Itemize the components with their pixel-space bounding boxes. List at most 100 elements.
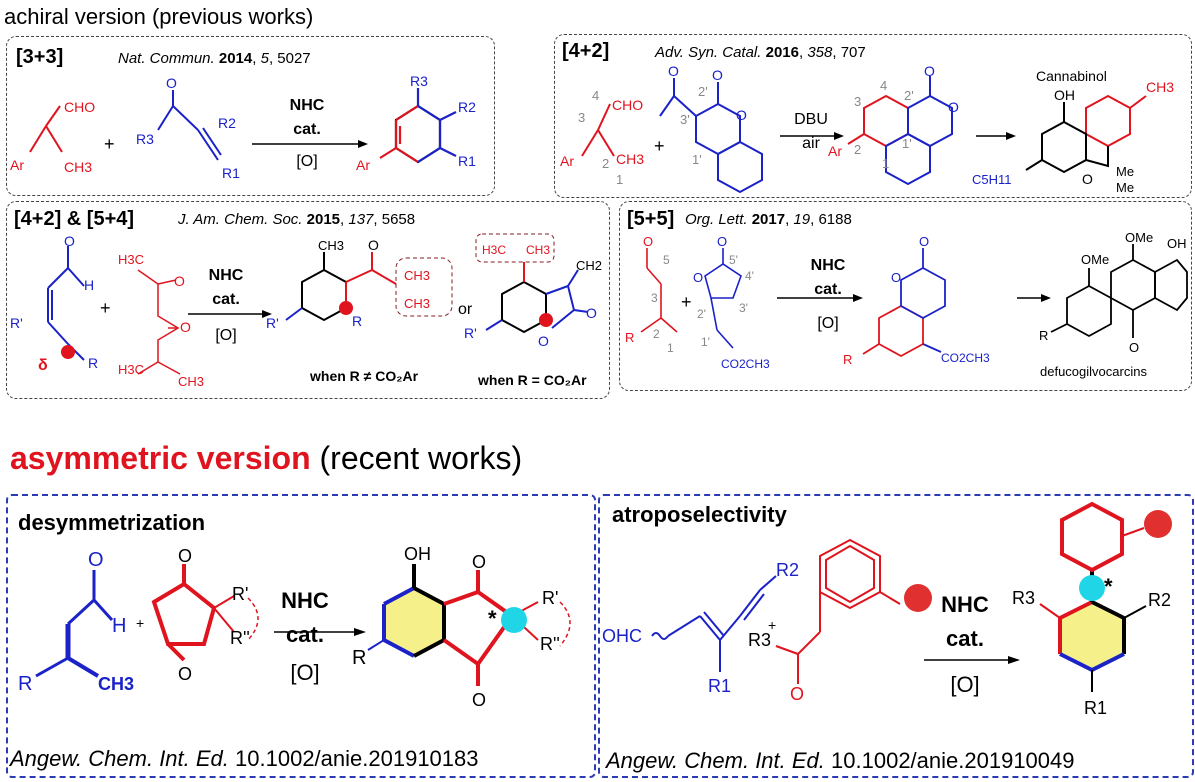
svg-text:CHO: CHO	[612, 97, 643, 113]
svg-text:R': R'	[464, 325, 477, 341]
svg-text:3': 3'	[680, 112, 690, 127]
scheme-4plus2-5plus4: O H R' R δ + H3C O O H3C CH3 CH3 O CH3 C…	[10, 233, 602, 389]
stereocenter-star: *	[1104, 574, 1113, 599]
svg-text:H: H	[84, 277, 94, 293]
svg-text:OH: OH	[1167, 236, 1187, 251]
svg-text:Ar: Ar	[356, 157, 370, 173]
svg-text:O: O	[64, 233, 75, 249]
condition-oxidant: [O]	[950, 672, 980, 697]
svg-text:2: 2	[653, 327, 660, 341]
svg-text:5': 5'	[729, 253, 738, 267]
svg-text:OH: OH	[404, 544, 431, 564]
svg-text:O: O	[586, 305, 597, 321]
svg-text:R: R	[352, 313, 362, 329]
svg-text:+: +	[100, 298, 111, 318]
enone-structure	[157, 90, 222, 161]
svg-text:CH3: CH3	[178, 374, 204, 389]
svg-text:Me: Me	[1116, 180, 1134, 194]
svg-text:R3: R3	[748, 630, 771, 650]
svg-text:R: R	[18, 673, 32, 695]
svg-text:O: O	[693, 270, 703, 285]
note-r-ester: when R = CO₂Ar	[478, 372, 587, 388]
svg-text:O: O	[178, 664, 192, 684]
svg-text:CH3: CH3	[616, 151, 644, 167]
svg-text:R1: R1	[1084, 698, 1107, 718]
svg-text:1': 1'	[701, 335, 710, 349]
svg-text:R2: R2	[776, 560, 799, 580]
svg-text:1': 1'	[692, 152, 702, 167]
svg-text:H3C: H3C	[118, 252, 144, 267]
svg-text:O: O	[643, 234, 653, 249]
svg-text:δ: δ	[38, 357, 48, 374]
svg-text:H3C: H3C	[482, 243, 506, 257]
svg-text:R2: R2	[458, 99, 476, 115]
svg-text:O: O	[919, 234, 929, 249]
svg-text:OMe: OMe	[1081, 252, 1109, 267]
svg-text:O: O	[1129, 340, 1139, 355]
panel-tag: [4+2]	[562, 40, 610, 62]
condition-oxidant: [O]	[817, 315, 839, 332]
scheme-4plus2: CHO Ar CH3 3 4 2 1 + O O O 2' 3' 1' O O …	[560, 63, 1174, 194]
svg-text:1: 1	[667, 341, 674, 355]
svg-text:R: R	[625, 330, 634, 345]
panel-3plus3	[6, 36, 495, 196]
svg-text:O: O	[668, 63, 679, 79]
svg-text:O: O	[368, 237, 379, 253]
scheme-3plus3: CHO Ar CH3 + O R3 R2 R1 R3 R2 R1 Ar	[10, 73, 476, 181]
panel-tag: [4+2] & [5+4]	[14, 208, 135, 230]
reference: J. Am. Chem. Soc. 2015, 137, 5658	[178, 211, 416, 228]
note-r-not-ester: when R ≠ CO₂Ar	[310, 368, 419, 384]
svg-text:CO2CH3: CO2CH3	[721, 357, 770, 371]
svg-text:+: +	[681, 292, 692, 312]
svg-text:R1: R1	[458, 153, 476, 169]
atom-r1: R1	[222, 165, 240, 181]
svg-text:O: O	[472, 690, 486, 710]
svg-text:O: O	[948, 99, 959, 115]
svg-text:+: +	[768, 617, 776, 633]
svg-text:1: 1	[616, 172, 623, 187]
product-label: Cannabinol	[1036, 68, 1107, 84]
svg-text:2': 2'	[697, 307, 706, 321]
svg-text:Ar: Ar	[560, 153, 574, 169]
svg-text:R': R'	[232, 584, 248, 604]
svg-text:O: O	[891, 270, 901, 285]
panel-desymmetrization	[6, 494, 596, 778]
atom-r3: R3	[136, 131, 154, 147]
svg-text:1': 1'	[902, 136, 912, 151]
svg-text:R: R	[1039, 328, 1048, 343]
condition-oxidant: [O]	[290, 660, 320, 685]
svg-text:or: or	[458, 301, 473, 318]
svg-text:R': R'	[10, 315, 23, 331]
svg-text:CH3: CH3	[98, 674, 134, 694]
scheme-atroposelectivity: OHC R1 R2 + R3 O * R3 R2 R1	[602, 501, 1172, 718]
svg-text:R3: R3	[1012, 588, 1035, 608]
panel-title: desymmetrization	[18, 510, 206, 535]
svg-text:2': 2'	[698, 84, 708, 99]
svg-text:2': 2'	[904, 88, 914, 103]
benzene-product	[379, 88, 457, 164]
svg-text:4': 4'	[745, 269, 754, 283]
svg-text:3': 3'	[739, 301, 748, 315]
svg-text:OMe: OMe	[1125, 230, 1153, 245]
svg-text:R': R'	[542, 588, 558, 608]
svg-text:H: H	[112, 615, 126, 637]
svg-text:C5H11: C5H11	[972, 172, 1012, 187]
svg-text:H3C: H3C	[118, 362, 144, 377]
svg-text:5: 5	[663, 253, 670, 267]
scheme-desymmetrization: O H R CH3 + O O R' R'' * OH O O R' R'' R	[18, 544, 571, 710]
svg-text:1: 1	[882, 156, 889, 171]
panel-4plus2-5plus4	[6, 201, 610, 399]
svg-text:R'': R''	[230, 628, 250, 648]
svg-text:O: O	[180, 319, 191, 335]
product-label: defucogilvocarcins	[1040, 364, 1147, 379]
svg-text:R: R	[352, 647, 366, 669]
svg-text:R'': R''	[540, 634, 560, 654]
svg-text:CO2CH3: CO2CH3	[941, 351, 990, 365]
svg-text:O: O	[88, 549, 104, 571]
panel-title: atroposelectivity	[612, 502, 787, 527]
